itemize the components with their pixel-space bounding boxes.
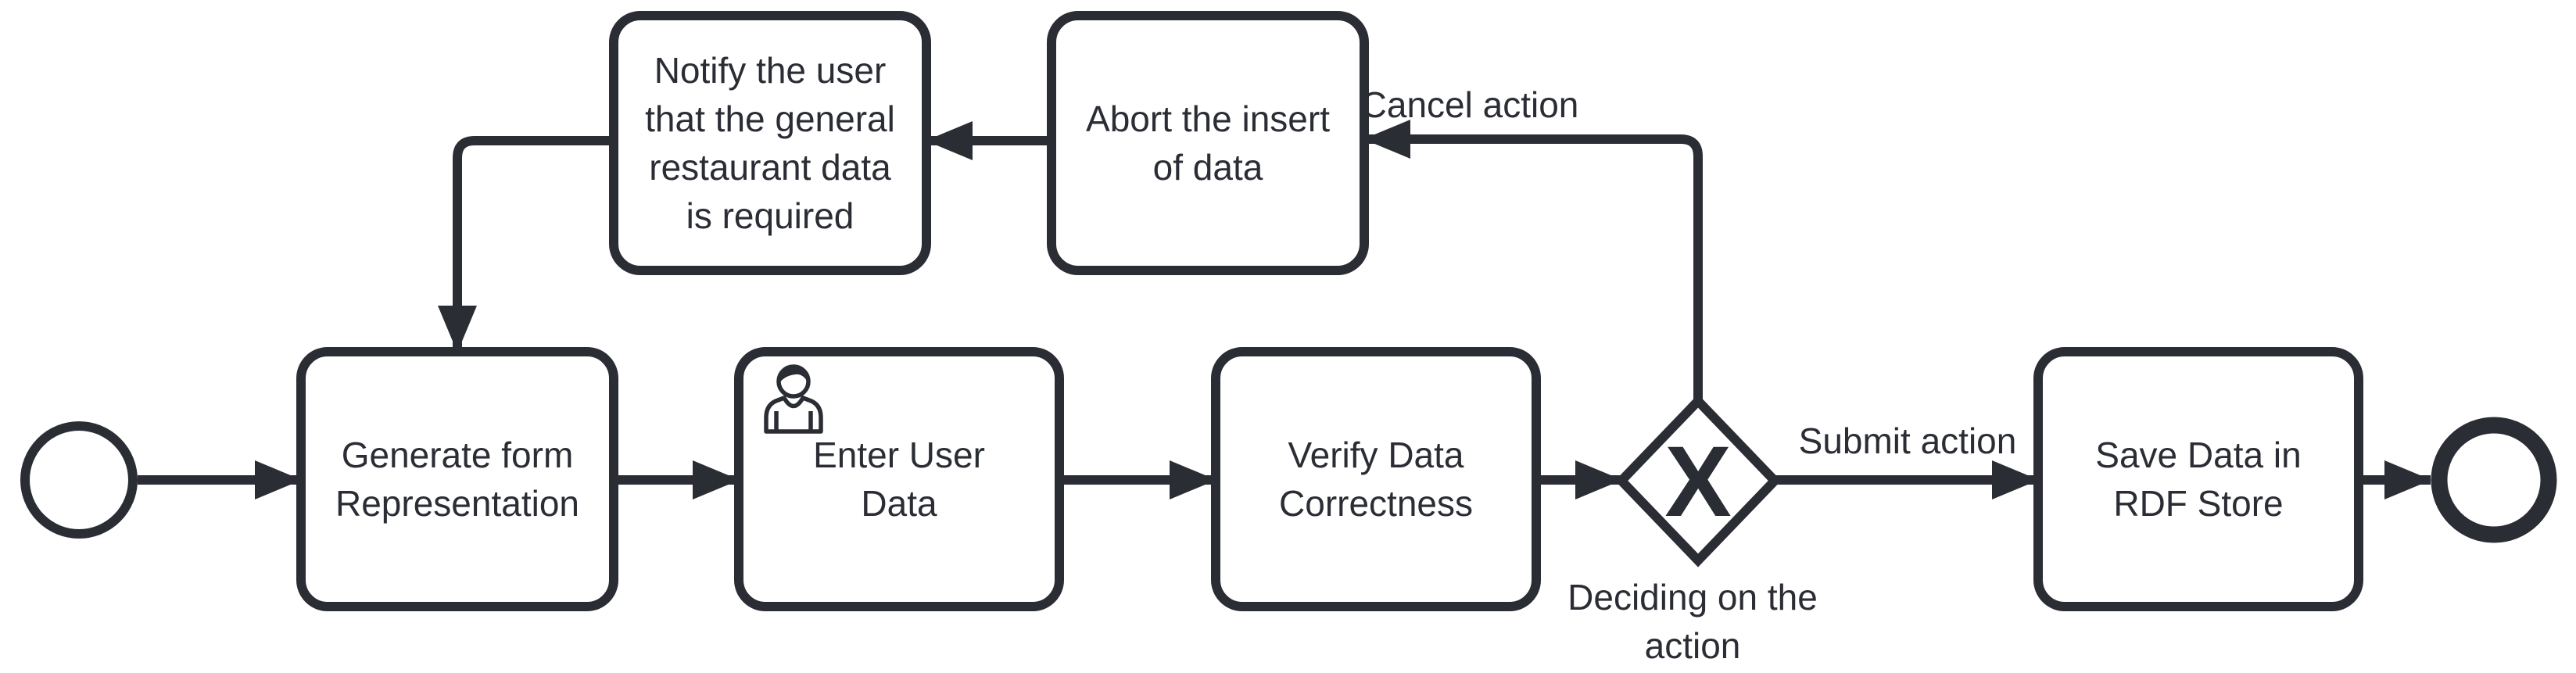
task-abort-label-line1: Abort the insert xyxy=(1086,98,1330,139)
task-verify-label-line2: Correctness xyxy=(1279,483,1473,524)
task-save-label-line2: RDF Store xyxy=(2113,483,2283,524)
user-icon xyxy=(764,364,823,434)
task-generate-label-line1: Generate form xyxy=(342,435,574,475)
flow-notify-to-generate[interactable] xyxy=(438,136,614,353)
flow-gateway-to-abort[interactable] xyxy=(1363,120,1703,401)
task-generate-label-line2: Representation xyxy=(335,483,579,524)
task-abort-label-line2: of data xyxy=(1153,147,1263,188)
user-icon-torso xyxy=(764,396,823,434)
flow-label-submit: Submit action xyxy=(1799,421,2017,461)
annotation-labels: Deciding on the action Submit action Can… xyxy=(1361,84,2017,666)
gateway-x-symbol: X xyxy=(1664,426,1731,538)
task-notify-label-line3: restaurant data xyxy=(649,147,891,188)
gateway-label-line1: Deciding on the xyxy=(1567,577,1818,618)
task-enter-label-line2: Data xyxy=(861,483,937,524)
user-icon-hair xyxy=(778,367,809,384)
task-verify-data[interactable] xyxy=(1211,347,1541,611)
task-save-data[interactable] xyxy=(2033,347,2363,611)
gateway-diamond[interactable] xyxy=(1614,394,1782,567)
start-event[interactable] xyxy=(20,421,138,539)
flow-label-cancel: Cancel action xyxy=(1361,84,1579,125)
task-notify-user[interactable] xyxy=(609,11,931,275)
task-verify-label-line1: Verify Data xyxy=(1288,435,1464,475)
end-event[interactable] xyxy=(2431,417,2557,543)
task-notify-label-line2: that the general xyxy=(645,98,895,139)
task-labels: Generate form Representation Enter User … xyxy=(335,50,2302,524)
task-abort-insert[interactable] xyxy=(1047,11,1369,275)
task-generate-form[interactable] xyxy=(296,347,618,611)
task-save-label-line1: Save Data in xyxy=(2095,435,2301,475)
task-notify-label-line1: Notify the user xyxy=(654,50,887,91)
task-enter-label-line1: Enter User xyxy=(813,435,985,475)
task-notify-label-line4: is required xyxy=(686,195,854,236)
sequence-flows xyxy=(138,120,2431,499)
gateway-label-line2: action xyxy=(1645,625,1741,666)
